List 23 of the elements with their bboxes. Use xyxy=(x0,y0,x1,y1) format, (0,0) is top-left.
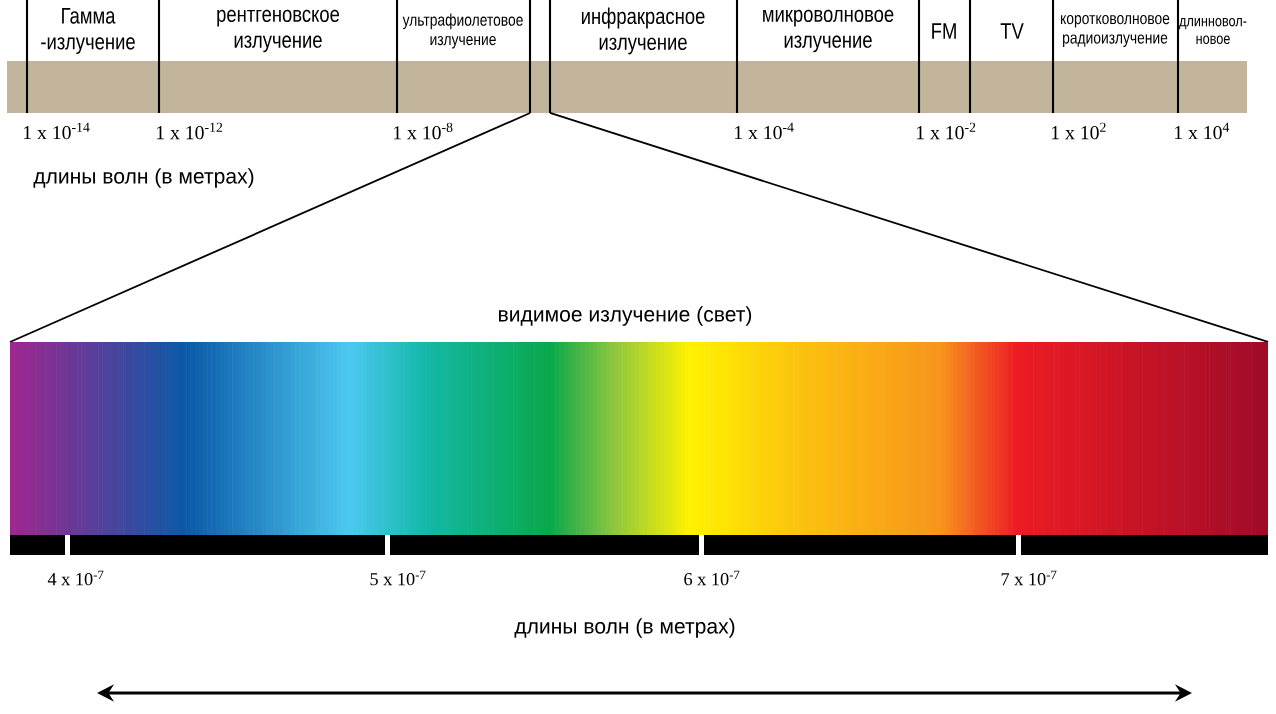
tick-label: 5 x 10$^{-7}$ xyxy=(370,570,426,586)
band-label: ультрафиолетовое излучение xyxy=(402,13,523,49)
tick-label: 1 x 10$^{2}$ xyxy=(1052,122,1106,140)
band-label: рентгеновское излучение xyxy=(217,9,340,53)
tick-label: 7 x 10$^{-7}$ xyxy=(1001,570,1057,586)
band-label: Гамма -излучение xyxy=(41,8,135,54)
band-label: инфракрасное излучение xyxy=(581,7,705,55)
tick-label: 6 x 10$^{-7}$ xyxy=(684,570,740,586)
tick-label: 1 x 10$^{-4}$ xyxy=(735,122,794,140)
tick-label: 1 x 10$^{-8}$ xyxy=(394,122,453,140)
tick-label: 1 x 10$^{-2}$ xyxy=(917,122,976,140)
band-label: длинновол- новое xyxy=(1179,17,1247,45)
tick-label: 1 x 10$^{-14}$ xyxy=(24,122,90,140)
tick-label: 4 x 10$^{-7}$ xyxy=(47,570,104,586)
tick-label: 1 x 10$^{4}$ xyxy=(1175,122,1230,140)
band-label: коротковолновое радиоизлучение xyxy=(1061,15,1170,47)
band-label: микроволновое излучение xyxy=(763,9,894,53)
axis-label: длины волн (в метрах) xyxy=(33,168,254,188)
spectrum-title: видимое излучение (свет) xyxy=(499,306,752,326)
axis-label: длины волн (в метрах) xyxy=(514,618,735,638)
band-label: TV xyxy=(1000,23,1024,39)
tick-label: 1 x 10$^{-12}$ xyxy=(157,122,223,140)
band-label: FM xyxy=(932,23,956,39)
